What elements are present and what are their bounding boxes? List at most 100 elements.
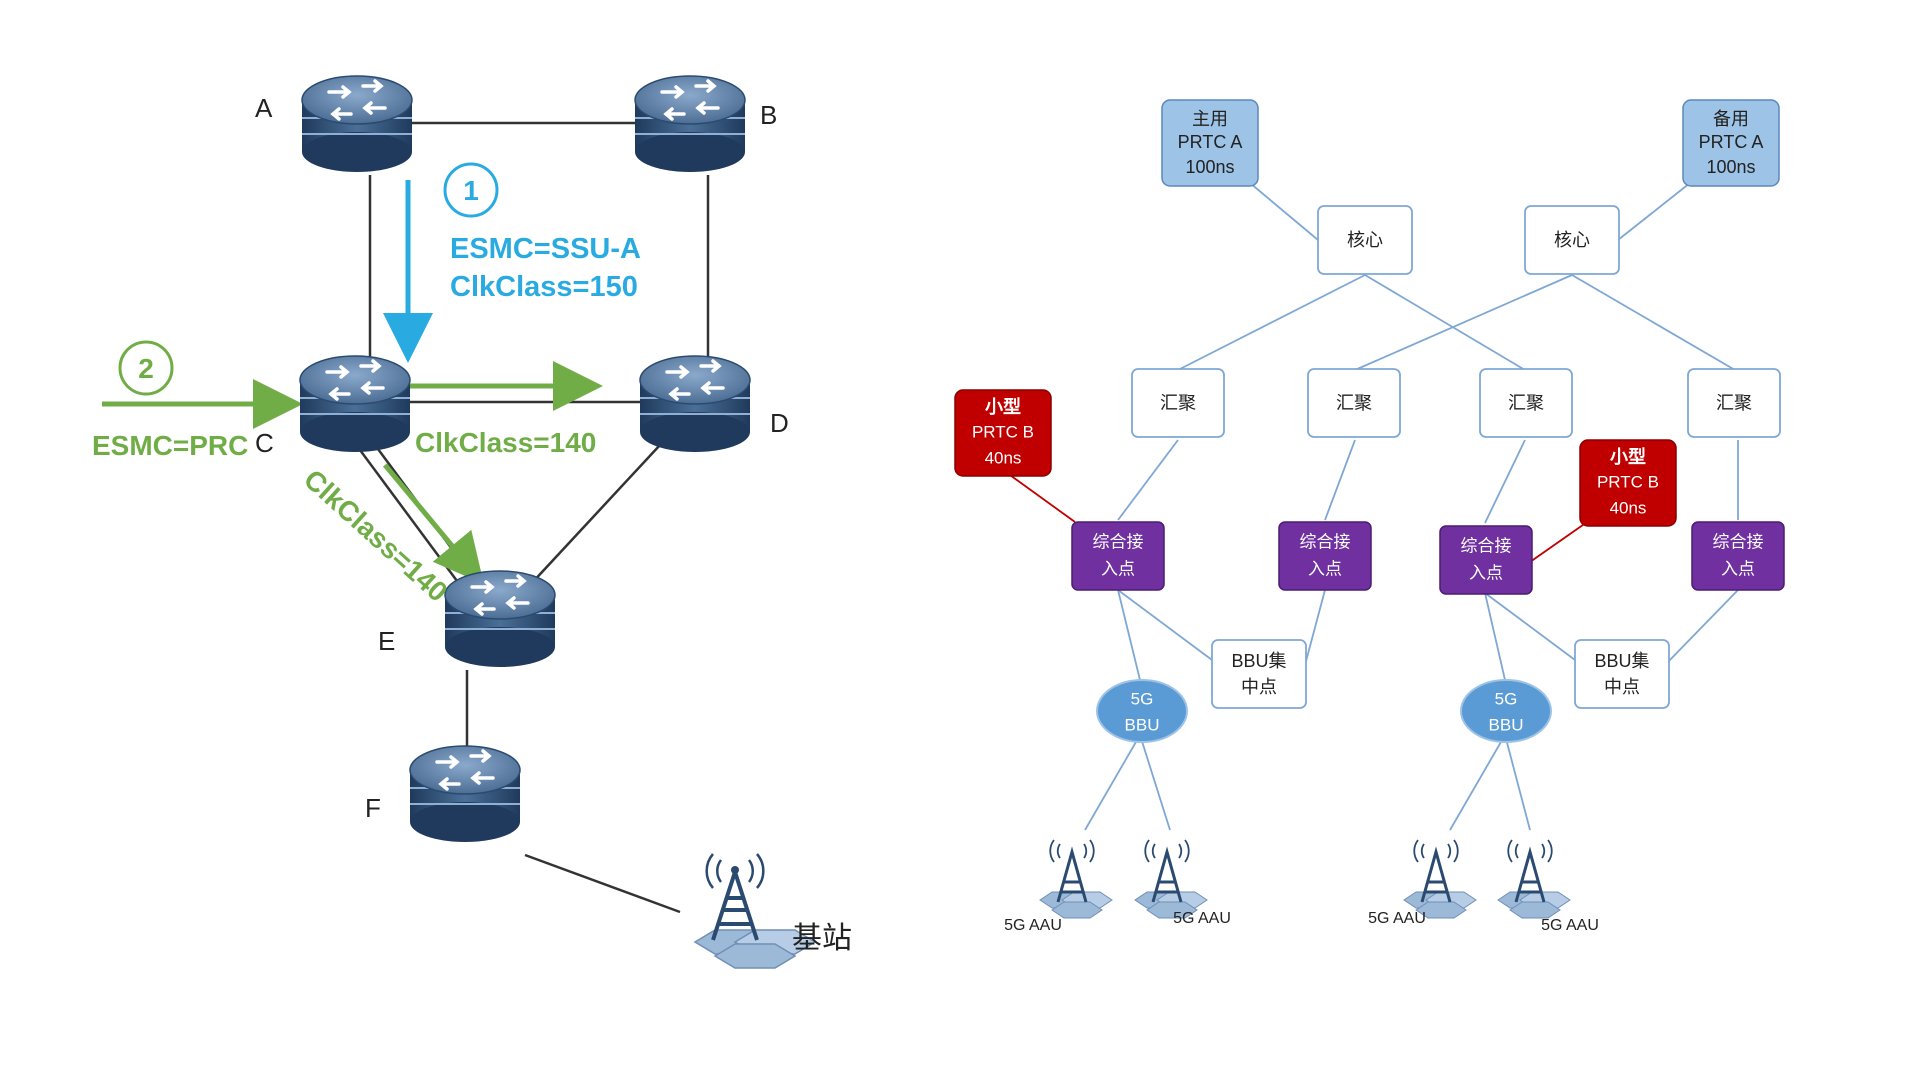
prtc-b-1-line2: PRTC B [972, 422, 1034, 441]
access-4-line1: 综合接 [1713, 532, 1764, 551]
prtc-a-backup-line1: 备用 [1713, 109, 1749, 129]
access-node-1: 综合接 入点 [1071, 521, 1165, 591]
link-d-e [529, 444, 661, 586]
router-a [300, 74, 414, 174]
bbu-node-1: 5G BBU [1096, 679, 1188, 743]
aau-icon-3 [1402, 838, 1478, 920]
router-c [298, 354, 412, 454]
step2-circle [118, 340, 174, 396]
link-prtc-main-core1 [1249, 182, 1319, 241]
bbu-center-2-line1: BBU集 [1594, 651, 1649, 671]
link-core2-agg2 [1354, 274, 1573, 371]
link-core1-agg3 [1364, 274, 1526, 371]
link-agg3-acc3 [1484, 439, 1526, 524]
prtc-b-1-line3: 40ns [985, 448, 1022, 467]
prtc-a-main-node: 主用 PRTC A 100ns [1161, 99, 1259, 187]
bbu-2-line2: BBU [1489, 715, 1524, 734]
aau-icon-2 [1133, 838, 1209, 920]
aau-1-label: 5G AAU [1004, 917, 1062, 934]
link-bbu2-aau3 [1449, 734, 1506, 831]
router-b-label: B [760, 100, 777, 130]
core-1-label: 核心 [1347, 230, 1383, 250]
router-f-label: F [365, 793, 381, 823]
aau-4-label: 5G AAU [1541, 917, 1599, 934]
bbu-center-node-2: BBU集 中点 [1574, 639, 1670, 709]
access-3-line1: 综合接 [1461, 536, 1512, 555]
prtc-a-backup-line2: PRTC A [1699, 132, 1764, 152]
access-node-4: 综合接 入点 [1691, 521, 1785, 591]
agg-node-4: 汇聚 [1687, 368, 1781, 438]
link-acc4-bbucenter2 [1664, 589, 1739, 666]
right-topology: 主用 PRTC A 100ns 备用 PRTC A 100ns 核心 核心 汇聚… [954, 99, 1785, 934]
step1-number: 1 [463, 175, 479, 206]
access-1-line1: 综合接 [1093, 532, 1144, 551]
link-bbu2-aau4 [1504, 734, 1531, 831]
link-prtc-backup-core2 [1617, 182, 1691, 241]
access-1-line2: 入点 [1101, 559, 1135, 578]
link-bbu1-aau2 [1139, 734, 1171, 831]
agg-4-label: 汇聚 [1716, 393, 1752, 413]
bbu-2-line1: 5G [1495, 689, 1518, 708]
step1-circle [443, 162, 499, 218]
step2-esmc-label: ESMC=PRC [92, 430, 248, 461]
link-bbu1-aau1 [1084, 734, 1141, 831]
link-acc1-bbu1 [1117, 589, 1141, 681]
link-prtcb1-acc1 [1002, 469, 1076, 523]
link-f-base [524, 853, 681, 914]
agg-node-2: 汇聚 [1307, 368, 1401, 438]
prtc-a-main-line3: 100ns [1185, 157, 1234, 177]
prtc-b-node-2: 小型 PRTC B 40ns [1579, 439, 1677, 527]
link-core2-agg4 [1571, 274, 1736, 371]
prtc-a-main-line1: 主用 [1192, 109, 1228, 129]
prtc-a-main-line2: PRTC A [1178, 132, 1243, 152]
link-acc2-bbucenter1 [1304, 589, 1326, 666]
access-node-3: 综合接 入点 [1439, 525, 1533, 595]
link-acc3-bbu2 [1484, 592, 1506, 681]
step2-clkclass-d-label: ClkClass=140 [415, 427, 596, 458]
bbu-center-2-line2: 中点 [1604, 677, 1640, 697]
aau-icon-1 [1038, 838, 1114, 920]
agg-2-label: 汇聚 [1336, 393, 1372, 413]
router-e-label: E [378, 626, 395, 656]
access-4-line2: 入点 [1721, 559, 1755, 578]
right-links [1084, 182, 1739, 831]
prtc-a-backup-node: 备用 PRTC A 100ns [1682, 99, 1780, 187]
router-e [443, 569, 557, 669]
left-topology: A B C D E F 1 ESMC=SSU-A ClkClass=150 2 … [92, 74, 852, 970]
router-d [638, 354, 752, 454]
router-d-label: D [770, 408, 789, 438]
bbu-node-2: 5G BBU [1460, 679, 1552, 743]
link-acc1-bbucenter1 [1117, 589, 1213, 661]
access-3-line2: 入点 [1469, 563, 1503, 582]
step1-esmc-label: ESMC=SSU-A [450, 233, 641, 265]
prtc-b-node-1: 小型 PRTC B 40ns [954, 389, 1052, 477]
prtc-b-1-line1: 小型 [985, 396, 1021, 417]
prtc-b-2-line2: PRTC B [1597, 472, 1659, 491]
bbu-center-node-1: BBU集 中点 [1211, 639, 1307, 709]
agg-node-1: 汇聚 [1131, 368, 1225, 438]
bbu-1-line1: 5G [1131, 689, 1154, 708]
router-f [408, 744, 522, 844]
link-acc3-bbucenter2 [1484, 592, 1576, 661]
aau-icon-4 [1496, 838, 1572, 920]
prtc-b-2-line3: 40ns [1610, 498, 1647, 517]
router-a-label: A [255, 93, 273, 123]
router-c-label: C [255, 428, 274, 458]
link-prtcb2-acc3 [1529, 519, 1591, 563]
bbu-center-1-line2: 中点 [1241, 677, 1277, 697]
link-agg1-acc1 [1117, 439, 1179, 521]
access-node-2: 综合接 入点 [1278, 521, 1372, 591]
aau-2-label: 5G AAU [1173, 910, 1231, 927]
agg-1-label: 汇聚 [1160, 393, 1196, 413]
core-node-2: 核心 [1524, 205, 1620, 275]
core-2-label: 核心 [1554, 230, 1590, 250]
link-core1-agg1 [1177, 274, 1366, 371]
prtc-a-backup-line3: 100ns [1706, 157, 1755, 177]
step1-clkclass-label: ClkClass=150 [450, 271, 638, 303]
step2-clkclass-e-label: ClkClass=140 [298, 463, 454, 607]
link-agg2-acc2 [1324, 439, 1356, 521]
aau-3-label: 5G AAU [1368, 910, 1426, 927]
bbu-1-line2: BBU [1125, 715, 1160, 734]
bbu-center-1-line1: BBU集 [1231, 651, 1286, 671]
